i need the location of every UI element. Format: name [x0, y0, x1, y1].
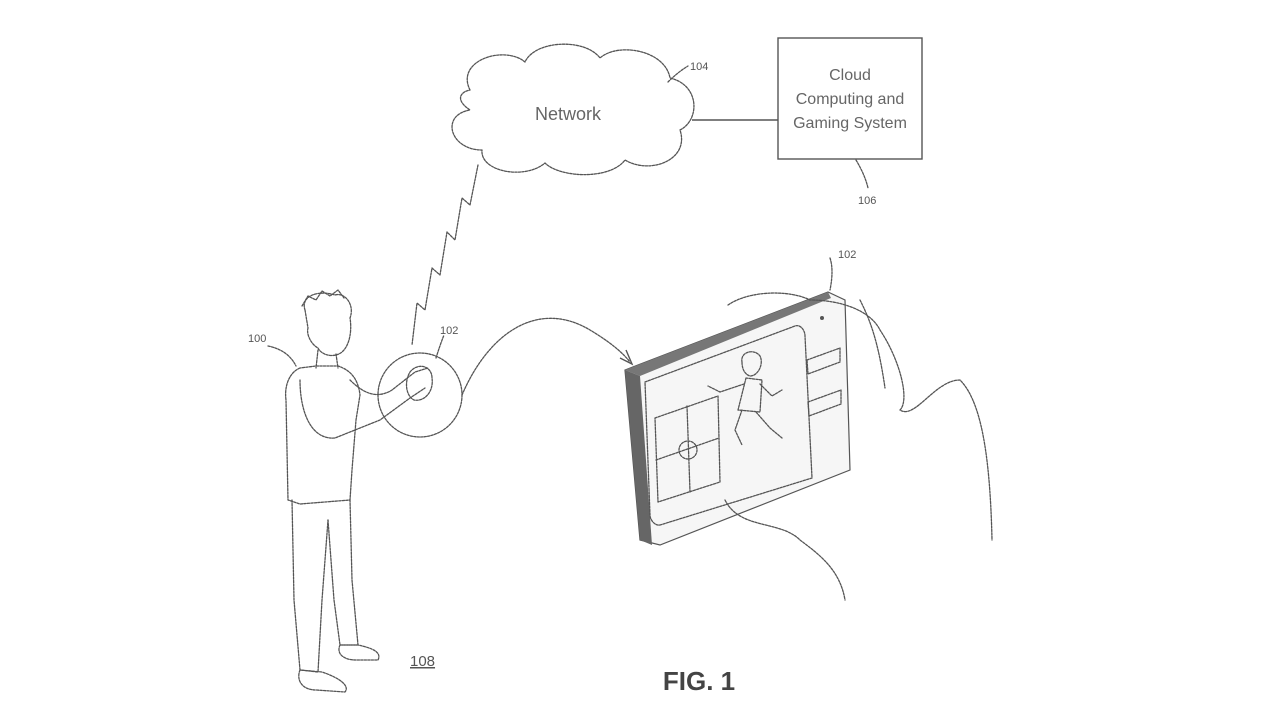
device-button-lower: [807, 389, 842, 417]
holding-hand-upper: [727, 292, 993, 541]
device-in-hand-ref-leader: [435, 334, 445, 359]
user-arm-left: [299, 379, 426, 439]
cloud-system-line-2: Computing and: [796, 91, 905, 108]
user-arm-right: [349, 367, 429, 396]
figure-caption: FIG. 1: [663, 666, 735, 696]
device-button-upper: [806, 347, 841, 375]
character-arms: [707, 383, 783, 397]
holding-hand-lower: [724, 499, 846, 601]
user-head: [303, 292, 352, 357]
device-left-edge: [625, 370, 652, 545]
device-camera-dot: [820, 316, 824, 320]
network-ref-leader: [667, 65, 689, 83]
user-torso: [284, 365, 361, 505]
screen-radar-cross: [655, 405, 720, 493]
device-enlarged-ref-leader: [829, 257, 833, 291]
cloud-gaming-system-box: Cloud Computing and Gaming System: [777, 37, 923, 160]
network-ref: 104: [690, 61, 708, 73]
user-ref-leader: [267, 345, 297, 367]
cloud-system-line-1: Cloud: [829, 67, 871, 84]
cloud-system-ref-leader: [855, 159, 869, 189]
environment-ref: 108: [410, 653, 435, 670]
user-figure: [284, 289, 433, 693]
screen-character: [707, 351, 783, 446]
character-legs: [734, 409, 783, 446]
device-highlight-circle: [377, 352, 463, 438]
device-top-edge: [625, 292, 831, 376]
user-shoe-right: [338, 644, 380, 661]
screen-radar-grid: [654, 395, 721, 503]
zoom-arrow: [461, 317, 631, 396]
character-body: [737, 377, 763, 413]
screen-radar-target: [678, 440, 698, 460]
wireless-link-zigzag: [411, 164, 479, 346]
cloud-system-ref: 106: [858, 195, 876, 207]
user-ref: 100: [248, 333, 266, 345]
enlarged-device: [624, 291, 851, 546]
user-shoe-left: [298, 669, 347, 693]
device-screen: [644, 324, 813, 526]
user-neck: [315, 349, 339, 369]
user-hands: [405, 365, 433, 401]
network-label: Network: [535, 104, 602, 124]
cloud-system-line-3: Gaming System: [793, 115, 907, 132]
holding-thumb: [859, 299, 886, 389]
user-leg-left: [291, 499, 329, 673]
device-enlarged-ref: 102: [838, 249, 856, 261]
user-leg-right: [327, 499, 359, 646]
cloud-system-frame: [777, 37, 923, 160]
user-hair: [301, 289, 345, 307]
zoom-arrowhead: [619, 349, 634, 366]
character-head: [741, 351, 762, 377]
device-in-hand-ref: 102: [440, 325, 458, 337]
network-cloud: Network: [451, 43, 695, 176]
